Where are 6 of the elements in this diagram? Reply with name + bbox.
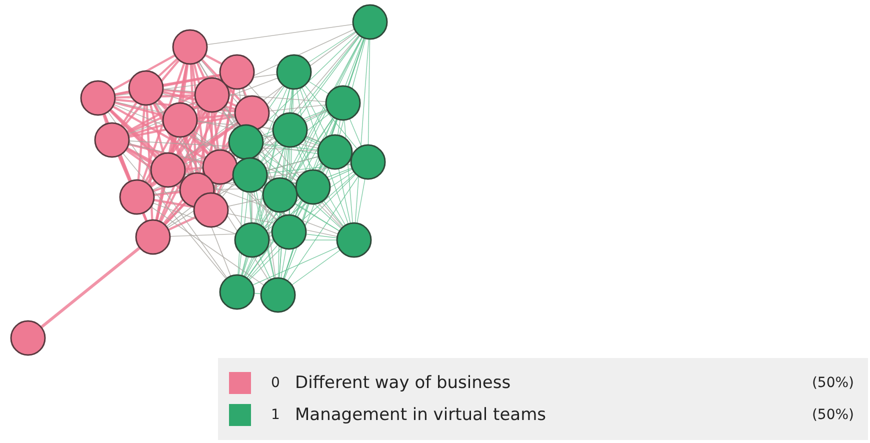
- percentage-label: (50%): [812, 375, 854, 391]
- cluster-number: 1: [271, 407, 281, 423]
- cluster-number: 0: [271, 375, 281, 391]
- percentage-label: (50%): [812, 407, 854, 423]
- legend-label: Management in virtual teams: [295, 405, 546, 425]
- legend-label: Different way of business: [295, 373, 511, 393]
